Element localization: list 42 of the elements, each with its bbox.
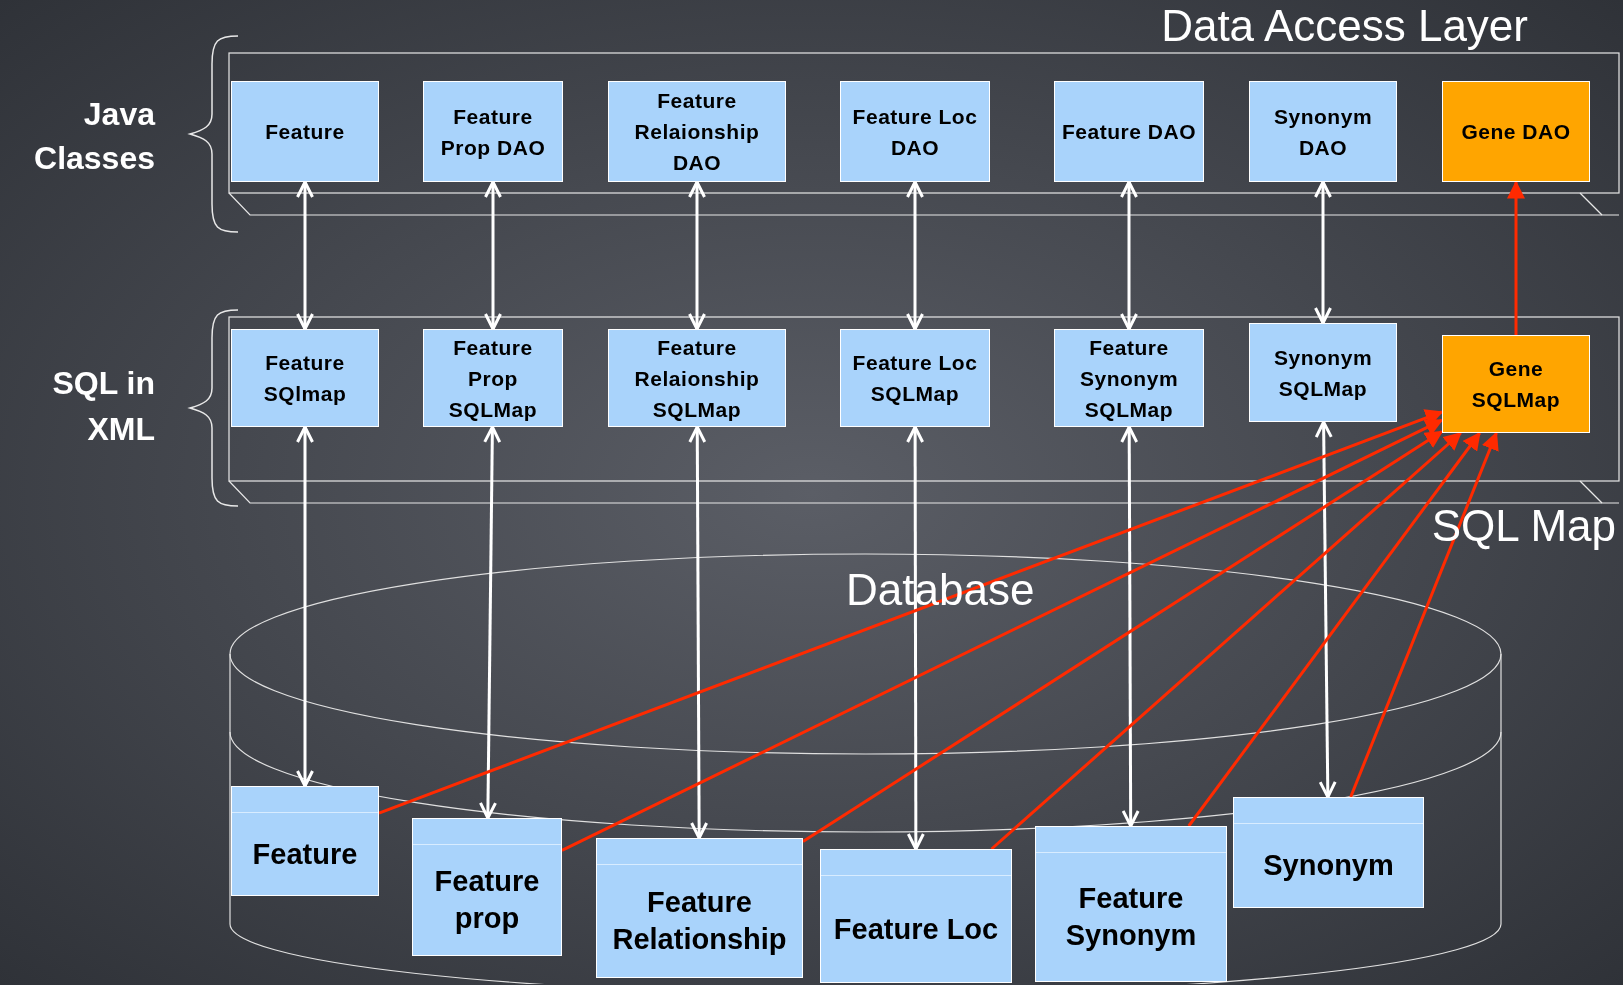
arrow: [1507, 180, 1525, 335]
arrow: [1349, 431, 1499, 798]
layer-label: Java Classes: [33, 95, 155, 178]
arrow: [296, 180, 314, 331]
arrow: [479, 425, 502, 820]
database-table: Feature prop: [412, 818, 562, 956]
arrow: [990, 431, 1462, 851]
class-box: Feature Synonym SQLMap: [1054, 329, 1204, 427]
arrow: [484, 180, 502, 331]
database-table: Synonym: [1233, 797, 1424, 908]
class-box: Feature Prop SQLMap: [423, 329, 563, 427]
arrow: [1314, 420, 1337, 799]
arrow: [802, 430, 1444, 843]
arrow: [1187, 431, 1481, 827]
arrow: [688, 425, 709, 840]
class-box: Feature SQlmap: [231, 329, 379, 427]
database-table: Feature Synonym: [1035, 826, 1227, 982]
arrow: [906, 180, 924, 331]
class-box: Feature Loc DAO: [840, 81, 990, 182]
database-table: Feature Loc: [820, 849, 1012, 983]
class-box: Feature Loc SQLMap: [840, 329, 990, 427]
class-box: Synonym SQLMap: [1249, 323, 1397, 422]
class-box: Feature Prop DAO: [423, 81, 563, 182]
database-table: Feature Relationship: [596, 838, 803, 978]
class-box: Feature: [231, 81, 379, 182]
arrow: [378, 409, 1444, 815]
arrow: [561, 418, 1444, 852]
highlighted-class-box: Gene DAO: [1442, 81, 1590, 182]
database-table: Feature: [231, 786, 379, 896]
layer-title: Data Access Layer: [1161, 2, 1528, 50]
arrow: [296, 425, 314, 788]
layer-label: SQL in XML: [51, 364, 155, 449]
arrow: [688, 180, 706, 331]
class-box: Feature Relaionship DAO: [608, 81, 786, 182]
highlighted-class-box: Gene SQLMap: [1442, 335, 1590, 433]
arrow: [906, 425, 925, 851]
class-box: Feature DAO: [1054, 81, 1204, 182]
class-box: Synonym DAO: [1249, 81, 1397, 182]
arrow: [1120, 180, 1138, 331]
arrow: [1314, 180, 1332, 325]
arrow: [1120, 425, 1140, 828]
class-box: Feature Relaionship SQLMap: [608, 329, 786, 427]
